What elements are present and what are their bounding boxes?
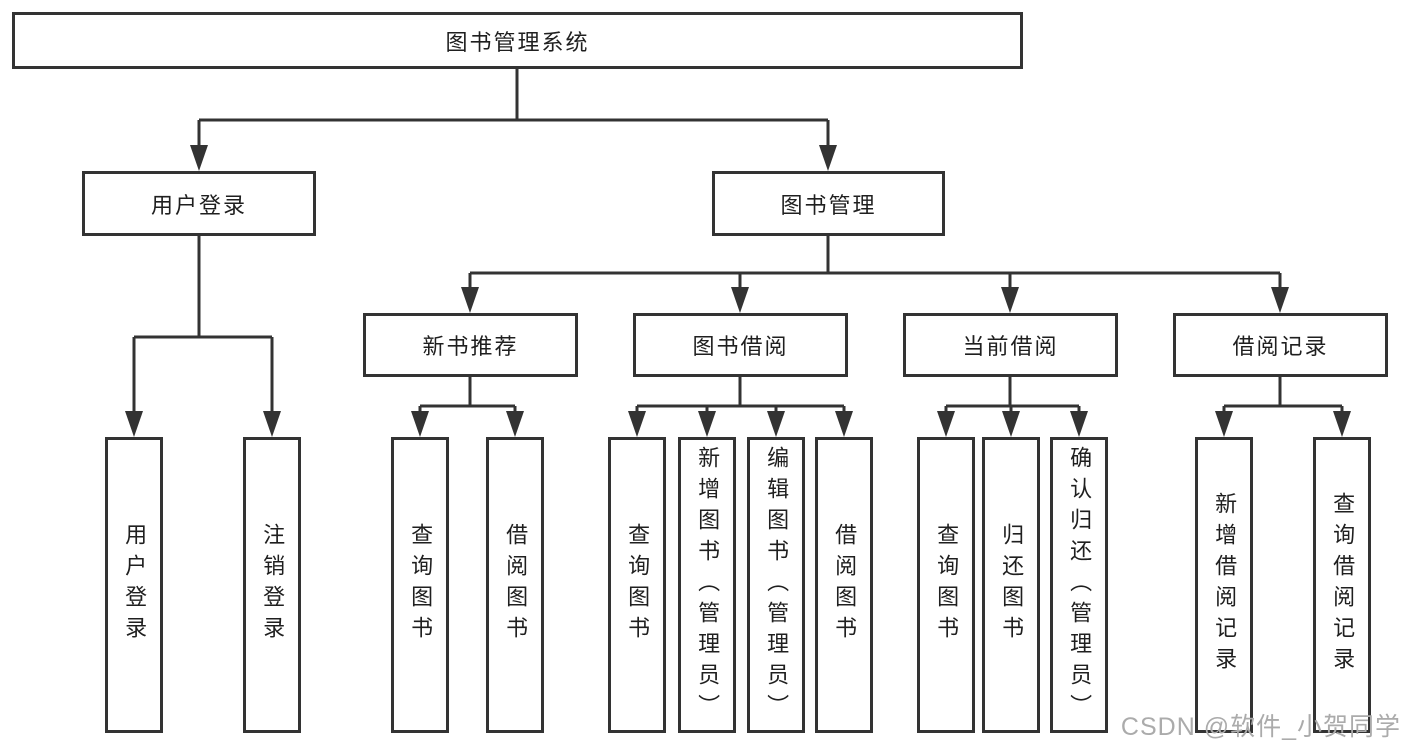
arrow-down-icon — [1271, 287, 1289, 313]
leaf-logout: 注销登录 — [243, 437, 301, 733]
arrow-down-icon — [1333, 411, 1351, 437]
leaf-add-books-admin: 新增图书（管理员） — [678, 437, 736, 733]
arrow-down-icon — [1215, 411, 1233, 437]
node-library-system: 图书管理系统 — [12, 12, 1023, 69]
leaf-query-books: 查询图书 — [917, 437, 975, 733]
arrow-down-icon — [506, 411, 524, 437]
leaf-label: 查询借阅记录 — [1330, 492, 1356, 678]
leaf-label: 借阅图书 — [832, 523, 858, 647]
leaf-label: 确认归还（管理员） — [1067, 445, 1093, 725]
arrow-down-icon — [767, 411, 785, 437]
arrow-down-icon — [628, 411, 646, 437]
arrow-down-icon — [937, 411, 955, 437]
leaf-label: 借阅图书 — [503, 523, 529, 647]
leaf-label: 编辑图书（管理员） — [764, 445, 790, 725]
csdn-watermark: CSDN @软件_小贺同学 — [1120, 713, 1401, 741]
node-book-borrow: 图书借阅 — [633, 313, 848, 377]
leaf-edit-books-admin: 编辑图书（管理员） — [747, 437, 805, 733]
arrow-down-icon — [819, 145, 837, 171]
arrow-down-icon — [1001, 287, 1019, 313]
leaf-query-books: 查询图书 — [391, 437, 449, 733]
leaf-label: 用户登录 — [122, 523, 148, 647]
leaf-query-books: 查询图书 — [608, 437, 666, 733]
leaf-label: 查询图书 — [625, 523, 651, 647]
arrow-down-icon — [1002, 411, 1020, 437]
arrow-down-icon — [835, 411, 853, 437]
node-current-borrow: 当前借阅 — [903, 313, 1118, 377]
node-borrow-records: 借阅记录 — [1173, 313, 1388, 377]
arrow-down-icon — [190, 145, 208, 171]
arrow-down-icon — [731, 287, 749, 313]
leaf-confirm-return-admin: 确认归还（管理员） — [1050, 437, 1108, 733]
node-new-book-recommend: 新书推荐 — [363, 313, 578, 377]
leaf-add-borrow-record: 新增借阅记录 — [1195, 437, 1253, 733]
leaf-label: 新增图书（管理员） — [695, 445, 721, 725]
tree-edges — [132, 68, 1344, 412]
leaf-label: 查询图书 — [934, 523, 960, 647]
arrow-down-icon — [263, 411, 281, 437]
leaf-borrow-books: 借阅图书 — [815, 437, 873, 733]
leaf-label: 查询图书 — [408, 523, 434, 647]
leaf-label: 归还图书 — [999, 523, 1025, 647]
leaf-borrow-books: 借阅图书 — [486, 437, 544, 733]
arrow-down-icon — [125, 411, 143, 437]
leaf-label: 新增借阅记录 — [1212, 492, 1238, 678]
leaf-user-login: 用户登录 — [105, 437, 163, 733]
arrow-down-icon — [461, 287, 479, 313]
leaf-return-books: 归还图书 — [982, 437, 1040, 733]
arrow-down-icon — [698, 411, 716, 437]
arrow-down-icon — [1070, 411, 1088, 437]
leaf-label: 注销登录 — [260, 523, 286, 647]
node-book-management: 图书管理 — [712, 171, 945, 236]
node-user-login: 用户登录 — [82, 171, 316, 236]
leaf-query-borrow-record: 查询借阅记录 — [1313, 437, 1371, 733]
arrow-down-icon — [411, 411, 429, 437]
